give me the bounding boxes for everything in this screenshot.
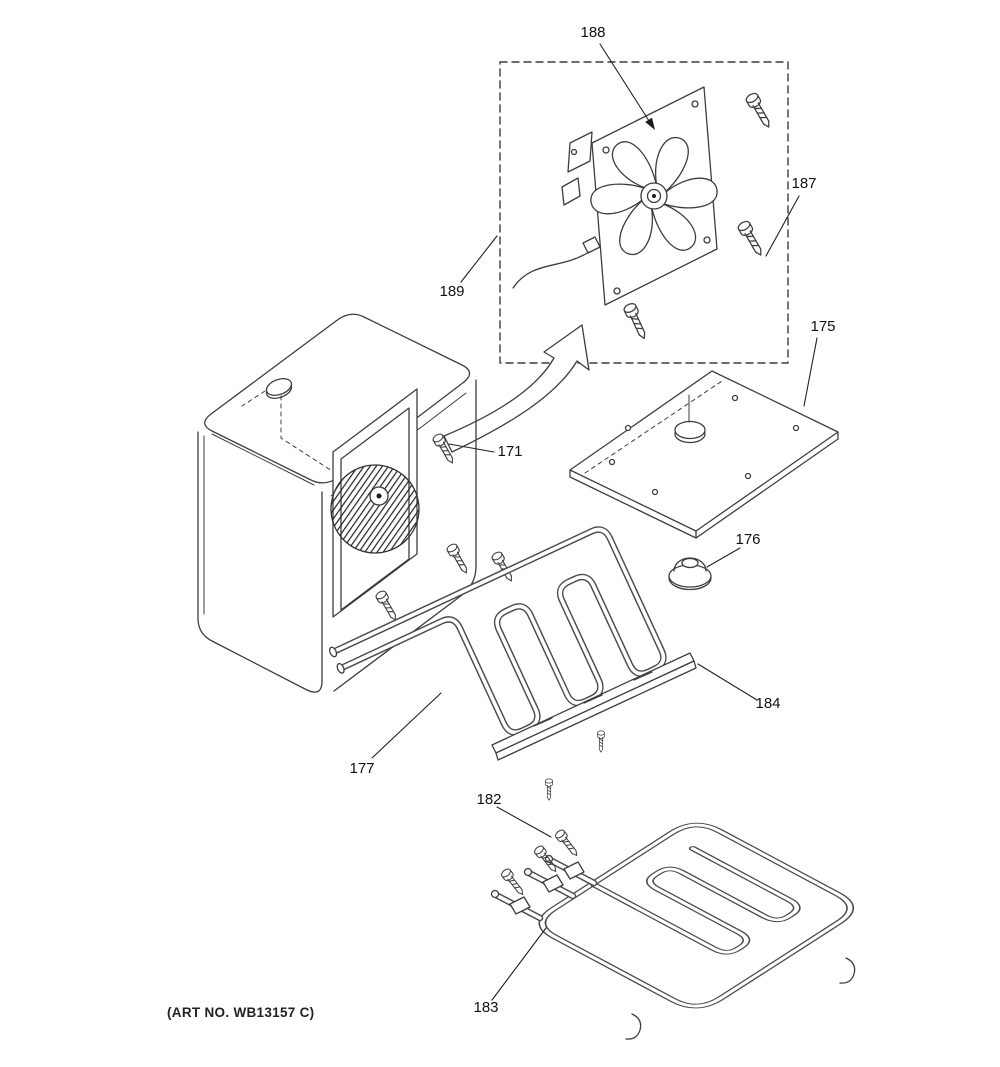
bake-element (329, 521, 697, 801)
mounting-bracket (542, 874, 564, 893)
assembly-direction-arrow (443, 324, 590, 453)
element-terminal (336, 662, 345, 674)
convection-fan-cutout (330, 388, 420, 618)
part-label-188: 188 (580, 24, 605, 41)
screw (374, 588, 401, 624)
mounting-bracket (509, 896, 531, 915)
fan-behind-cutout (330, 464, 420, 554)
screw (744, 90, 775, 131)
screw (622, 301, 651, 342)
dashed-boundary (499, 61, 789, 364)
screw (499, 866, 528, 899)
part-label-175: 175 (810, 318, 835, 335)
part-label-176: 176 (735, 531, 760, 548)
part-label-189: 189 (439, 283, 464, 300)
vent-hole (265, 378, 293, 399)
oven-cavity (197, 313, 477, 693)
part-label-177: 177 (349, 760, 374, 777)
fan-shaft-hole (674, 420, 706, 440)
element-terminal (523, 867, 533, 877)
bake-element-bracket (491, 652, 697, 761)
mounting-bracket (563, 861, 585, 880)
part-label-187: 187 (791, 175, 816, 192)
art-number-label: (ART NO. WB13157 C) (167, 1005, 314, 1020)
oven-liner-panel (569, 370, 839, 539)
leader-lines (371, 43, 818, 1001)
screw (545, 778, 553, 801)
screw (553, 827, 582, 860)
element-terminal (329, 646, 338, 658)
part-label-184: 184 (755, 695, 780, 712)
alignment-dashes (280, 395, 347, 481)
screw (445, 541, 472, 577)
support-hook (839, 957, 856, 984)
element-terminal (490, 889, 500, 899)
screw (736, 218, 767, 259)
part-label-182: 182 (476, 791, 501, 808)
fan-assembly-detail-box (499, 61, 789, 364)
screw (597, 730, 605, 753)
grommet (668, 557, 712, 591)
part-label-183: 183 (473, 999, 498, 1016)
alignment-dashes (241, 390, 266, 407)
broil-element (490, 818, 863, 1040)
arrowhead (645, 117, 655, 130)
fan-motor (512, 131, 601, 289)
fan-blade (590, 136, 718, 256)
part-label-171: 171 (497, 443, 522, 460)
support-hook (625, 1013, 642, 1040)
motor-wire (512, 251, 590, 289)
